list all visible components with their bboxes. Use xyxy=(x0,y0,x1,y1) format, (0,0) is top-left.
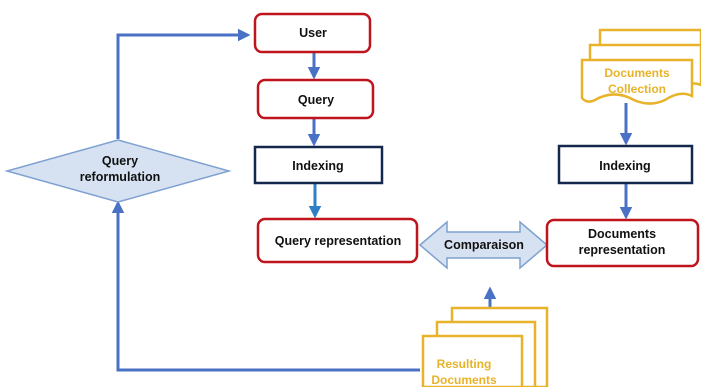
comparaison-label: Comparaison xyxy=(444,238,524,252)
documents-collection-node: Documents Collection xyxy=(580,28,701,105)
documents-representation-label-line2: representation xyxy=(579,243,666,257)
query-reformulation-label-line1: Query xyxy=(102,154,138,168)
query-reformulation-label-line2: reformulation xyxy=(80,170,161,184)
indexing-left-node: Indexing xyxy=(253,145,384,185)
documents-representation-label-line1: Documents xyxy=(588,227,656,241)
query-reformulation-node: Query reformulation xyxy=(4,139,232,203)
resulting-documents-label-line1: Resulting xyxy=(437,357,492,371)
documents-collection-label-line1: Documents xyxy=(604,66,670,80)
arrow-results-to-reformulation xyxy=(111,200,420,372)
documents-representation-node: Documents representation xyxy=(545,218,700,268)
arrow-reformulation-to-user xyxy=(116,28,251,139)
user-label: User xyxy=(299,26,327,40)
documents-collection-label-line2: Collection xyxy=(608,82,666,96)
resulting-documents-node: Resulting Documents xyxy=(421,306,549,387)
indexing-left-label: Indexing xyxy=(292,159,343,173)
resulting-documents-label-line2: Documents xyxy=(431,373,497,387)
query-label: Query xyxy=(298,93,334,107)
query-representation-node: Query representation xyxy=(256,217,419,264)
comparaison-node: Comparaison xyxy=(418,220,549,270)
indexing-right-label: Indexing xyxy=(599,159,650,173)
query-representation-label: Query representation xyxy=(275,234,401,248)
query-node: Query xyxy=(256,78,375,120)
indexing-right-node: Indexing xyxy=(557,144,694,185)
user-node: User xyxy=(253,12,372,54)
